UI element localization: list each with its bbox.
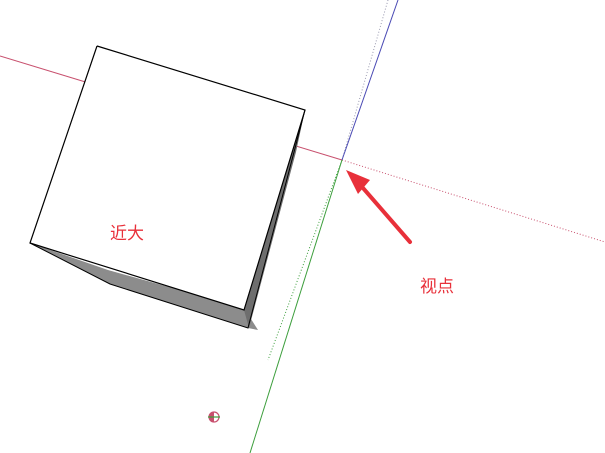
blue-axis bbox=[341, 0, 399, 161]
green-axis bbox=[249, 159, 343, 453]
viewpoint-arrow bbox=[346, 170, 412, 244]
green-axis-dotted bbox=[267, 159, 343, 361]
near-large-label: 近大 bbox=[110, 224, 144, 244]
viewpoint-label: 视点 bbox=[420, 277, 454, 297]
cube[interactable] bbox=[29, 45, 306, 330]
axis-origin-icon bbox=[208, 411, 220, 423]
cube-top-face[interactable] bbox=[30, 46, 305, 310]
cube-right-face[interactable] bbox=[244, 110, 305, 328]
inferred-guide-line bbox=[341, 0, 389, 161]
red-axis-dotted bbox=[341, 159, 605, 243]
cube-edges bbox=[29, 45, 306, 311]
cube-bottom-edges bbox=[29, 109, 306, 329]
cube-bottom-face[interactable] bbox=[30, 243, 258, 330]
